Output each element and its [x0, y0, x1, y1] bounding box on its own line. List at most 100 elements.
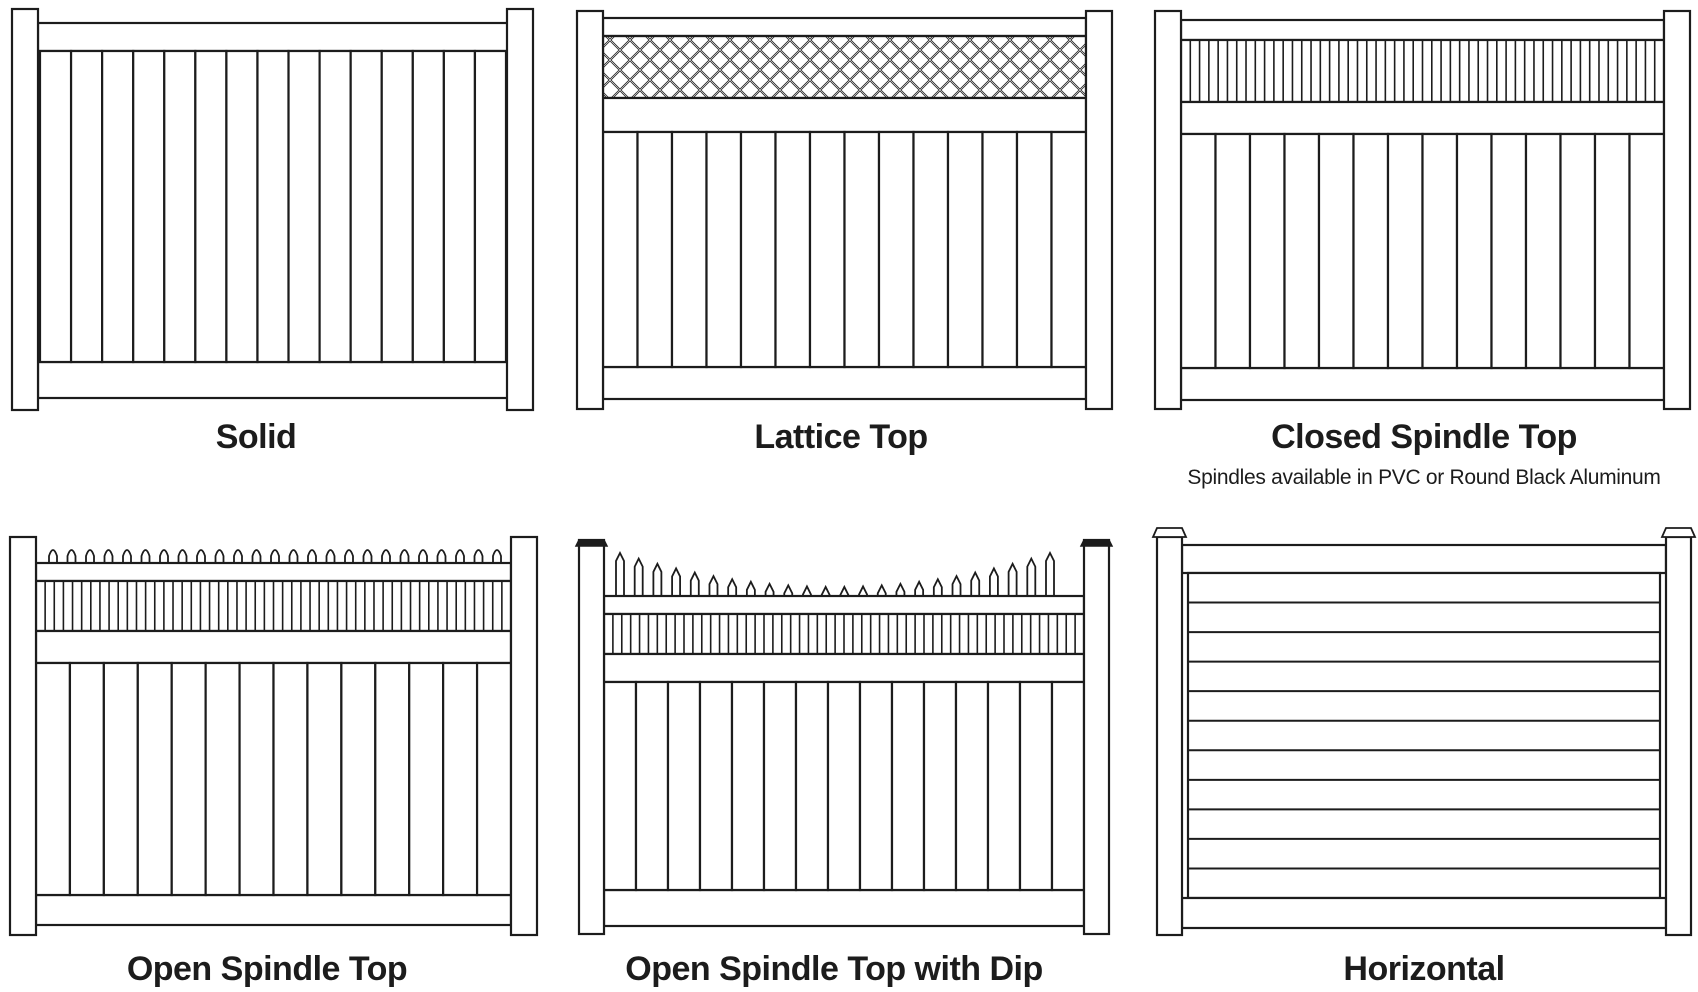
caption-closed-spindle-top: Closed Spindle Top	[1271, 418, 1577, 456]
dip-picket	[839, 584, 850, 597]
dip-picket	[970, 570, 981, 597]
picket-board	[739, 130, 777, 369]
right-post	[505, 7, 535, 412]
picket-board	[634, 680, 670, 892]
picket-board	[1490, 132, 1528, 370]
spindle-finial	[48, 549, 58, 564]
dip-picket	[1007, 561, 1018, 597]
picket-board	[858, 680, 894, 892]
bottom-rail	[602, 888, 1086, 928]
dip-picket	[727, 577, 738, 597]
post-cap	[1079, 539, 1114, 547]
fence-lattice-top	[575, 9, 1114, 411]
middle-rail	[1179, 100, 1666, 136]
spindle-finial	[85, 549, 95, 564]
picket-board	[380, 49, 414, 364]
picket-board	[1421, 132, 1459, 370]
middle-rail	[601, 96, 1088, 134]
picket-board	[102, 661, 139, 897]
bottom-rail	[601, 365, 1088, 401]
picket-board	[204, 661, 241, 897]
fence-horizontal	[1151, 527, 1697, 937]
caption-lattice-top: Lattice Top	[754, 418, 928, 456]
bottom-rail	[34, 893, 513, 927]
spindle-finial	[307, 549, 317, 564]
picket-board	[442, 49, 477, 364]
right-post	[1084, 9, 1114, 411]
picket-board	[954, 680, 990, 892]
picket-board	[890, 680, 926, 892]
dip-picket	[1026, 556, 1037, 597]
dip-picket	[876, 583, 887, 597]
picket-board	[287, 49, 321, 364]
picket-board	[636, 130, 674, 369]
left-post	[577, 538, 606, 936]
picket-board	[912, 130, 950, 369]
picket-board	[1214, 132, 1252, 370]
picket-board	[1593, 132, 1631, 370]
picket-board	[981, 130, 1019, 369]
top-rail	[36, 21, 510, 53]
middle-rail	[34, 629, 513, 665]
bottom-rail	[1179, 366, 1666, 402]
dip-picket	[1045, 550, 1055, 597]
picket-board	[808, 130, 846, 369]
picket-board	[666, 680, 702, 892]
picket-board	[601, 130, 639, 369]
spindle-finial	[381, 549, 391, 564]
caption-horizontal: Horizontal	[1343, 950, 1505, 988]
spindle-finial	[492, 549, 502, 564]
spindle-finial	[140, 549, 151, 564]
right-post	[1662, 9, 1692, 411]
dip-picket	[615, 550, 625, 597]
spindle-finial	[344, 549, 354, 564]
picket-board	[442, 661, 479, 897]
picket-board	[101, 49, 135, 364]
left-post	[8, 535, 38, 937]
horizontal-panel	[1186, 571, 1662, 900]
bottom-rail	[1180, 896, 1668, 930]
spindle-finial	[418, 549, 428, 564]
dip-picket	[858, 584, 868, 597]
right-post	[509, 535, 539, 937]
picket-board	[225, 49, 259, 364]
picket-board	[256, 49, 290, 364]
picket-board	[946, 130, 984, 369]
picket-board	[272, 661, 309, 897]
fence-closed-spindle-top	[1153, 9, 1692, 411]
dip-picket	[802, 584, 812, 597]
bottom-rail	[36, 360, 510, 400]
top-rail	[601, 16, 1088, 38]
picket-board	[473, 49, 508, 364]
picket-board	[1179, 132, 1217, 370]
dip-picket	[932, 577, 943, 597]
picket-board	[1628, 132, 1666, 370]
picket-board	[340, 661, 377, 897]
picket-board	[475, 661, 513, 897]
subcaption-closed-spindle-top: Spindles available in PVC or Round Black…	[1187, 466, 1661, 489]
dip-picket	[783, 583, 794, 597]
picket-board	[132, 49, 166, 364]
picket-board	[1050, 130, 1088, 369]
picket-board	[1524, 132, 1562, 370]
picket-board	[306, 661, 343, 897]
picket-board	[1317, 132, 1355, 370]
spindle-finial	[270, 549, 280, 564]
picket-board	[163, 49, 197, 364]
picket-board	[877, 130, 915, 369]
dip-picket	[951, 574, 962, 597]
spindle-finial	[288, 549, 299, 564]
spindle-finial	[214, 549, 225, 564]
picket-board	[670, 130, 708, 369]
picket-board	[826, 680, 862, 892]
spindle-finial	[122, 549, 132, 564]
picket-board	[408, 661, 445, 897]
dip-picket	[633, 556, 644, 597]
spindle-finial	[362, 549, 373, 564]
spindle-finial	[473, 549, 484, 564]
picket-board	[1018, 680, 1054, 892]
fence-solid	[10, 7, 535, 412]
top-rail	[1179, 18, 1666, 42]
post-cap	[1151, 527, 1188, 538]
